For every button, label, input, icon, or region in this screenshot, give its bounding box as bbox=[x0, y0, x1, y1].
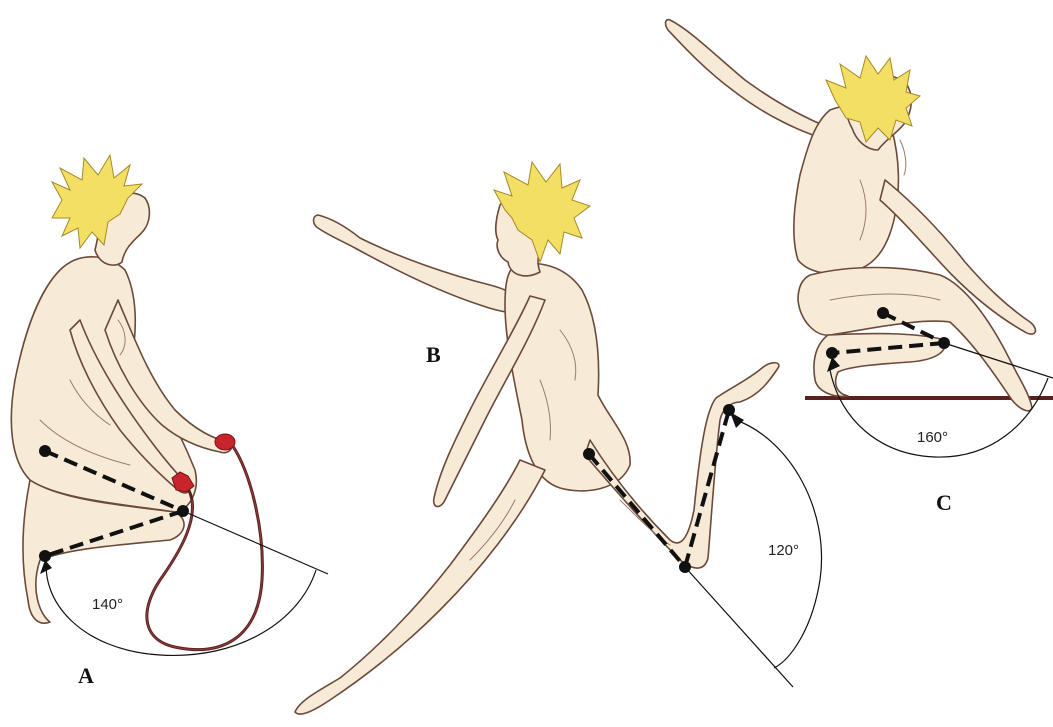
angle-label-b: 120° bbox=[768, 542, 799, 559]
arc-a bbox=[46, 557, 316, 655]
angle-label-c: 160° bbox=[917, 429, 948, 446]
ray-a-thigh-extension bbox=[183, 511, 328, 574]
panel-label-b: B bbox=[426, 342, 441, 367]
hip-joint-c bbox=[877, 307, 889, 319]
hip-joint-b bbox=[583, 448, 595, 460]
knee-joint-a bbox=[177, 505, 189, 517]
figure-b-body bbox=[295, 162, 779, 714]
panel-label-a: A bbox=[78, 663, 94, 688]
rope-handle-right bbox=[215, 434, 235, 450]
hip-joint-a bbox=[39, 445, 51, 457]
panel-label-c: C bbox=[936, 490, 952, 515]
panel-a: 140° A bbox=[11, 155, 328, 688]
thigh-line-b bbox=[589, 454, 685, 567]
ray-b-thigh-extension bbox=[685, 567, 793, 687]
angle-label-a: 140° bbox=[92, 596, 123, 613]
panel-b: 120° B bbox=[295, 162, 822, 714]
knee-joint-b bbox=[679, 561, 691, 573]
knee-joint-c bbox=[938, 337, 950, 349]
panel-c: 160° C bbox=[666, 20, 1053, 515]
arrowhead-b bbox=[730, 412, 744, 428]
